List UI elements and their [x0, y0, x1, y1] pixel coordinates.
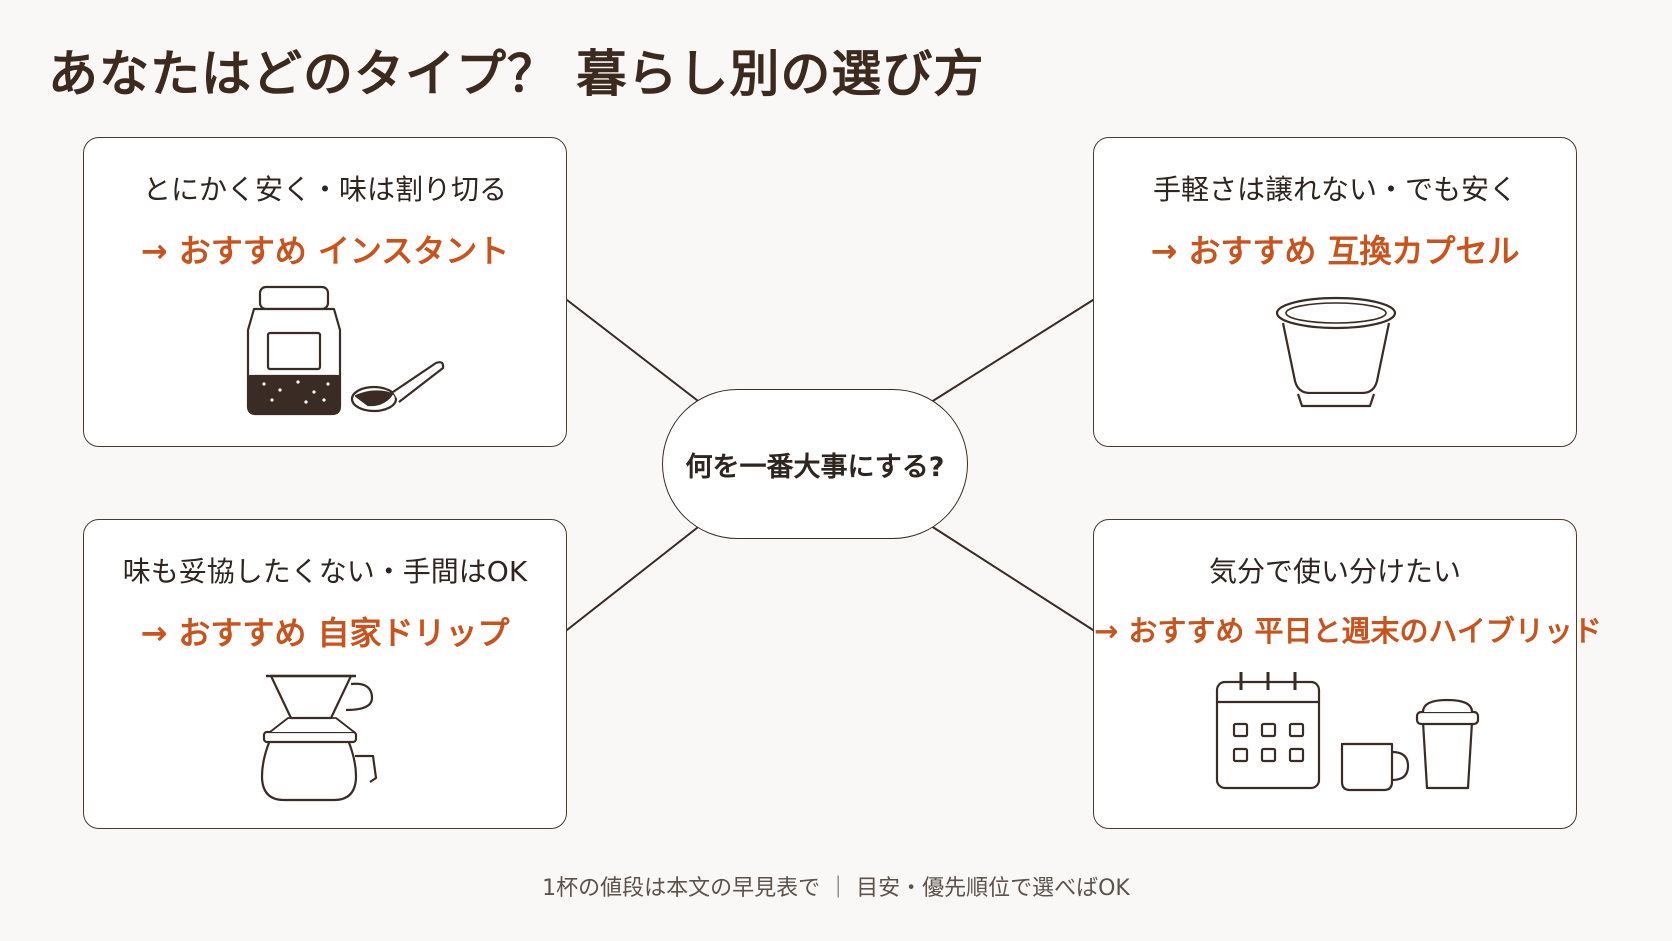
- calendar-mug-cup-icon: [1215, 672, 1480, 792]
- card-recommendation: → おすすめ インスタント: [140, 232, 510, 270]
- card-capsule: 手軽さは譲れない・でも安く → おすすめ 互換カプセル: [1093, 137, 1577, 447]
- card-question: 気分で使い分けたい: [1208, 555, 1461, 588]
- connector-top-left: [566, 299, 703, 405]
- coffee-capsule-icon: [1275, 296, 1397, 408]
- pour-over-dripper-icon: [260, 674, 378, 802]
- card-recommendation: → おすすめ 互換カプセル: [1150, 232, 1520, 270]
- card-hybrid: 気分で使い分けたい → おすすめ 平日と週末のハイブリッド: [1093, 519, 1602, 829]
- connector-bottom-right: [927, 523, 1094, 631]
- central-question-label: 何を一番大事にする?: [685, 451, 945, 483]
- footnote: 1杯の値段は本文の早見表で ｜ 目安・優先順位で選べばOK: [542, 876, 1130, 901]
- card-question: とにかく安く・味は割り切る: [142, 173, 507, 206]
- card-instant: とにかく安く・味は割り切る → おすすめ インスタント: [83, 137, 567, 447]
- instant-coffee-jar-icon: [246, 285, 445, 416]
- page-title: あなたはどのタイプ？ 暮らし別の選び方: [48, 45, 985, 103]
- card-home-drip: 味も妥協したくない・手間はOK → おすすめ 自家ドリップ: [83, 519, 567, 829]
- card-question: 手軽さは譲れない・でも安く: [1152, 173, 1517, 206]
- card-recommendation: → おすすめ 自家ドリップ: [140, 614, 510, 652]
- connector-top-right: [927, 299, 1094, 405]
- card-question: 味も妥協したくない・手間はOK: [122, 555, 528, 588]
- card-recommendation: → おすすめ 平日と週末のハイブリッド: [1094, 614, 1602, 648]
- connector-bottom-left: [566, 523, 703, 631]
- central-question-bubble: 何を一番大事にする?: [662, 389, 968, 539]
